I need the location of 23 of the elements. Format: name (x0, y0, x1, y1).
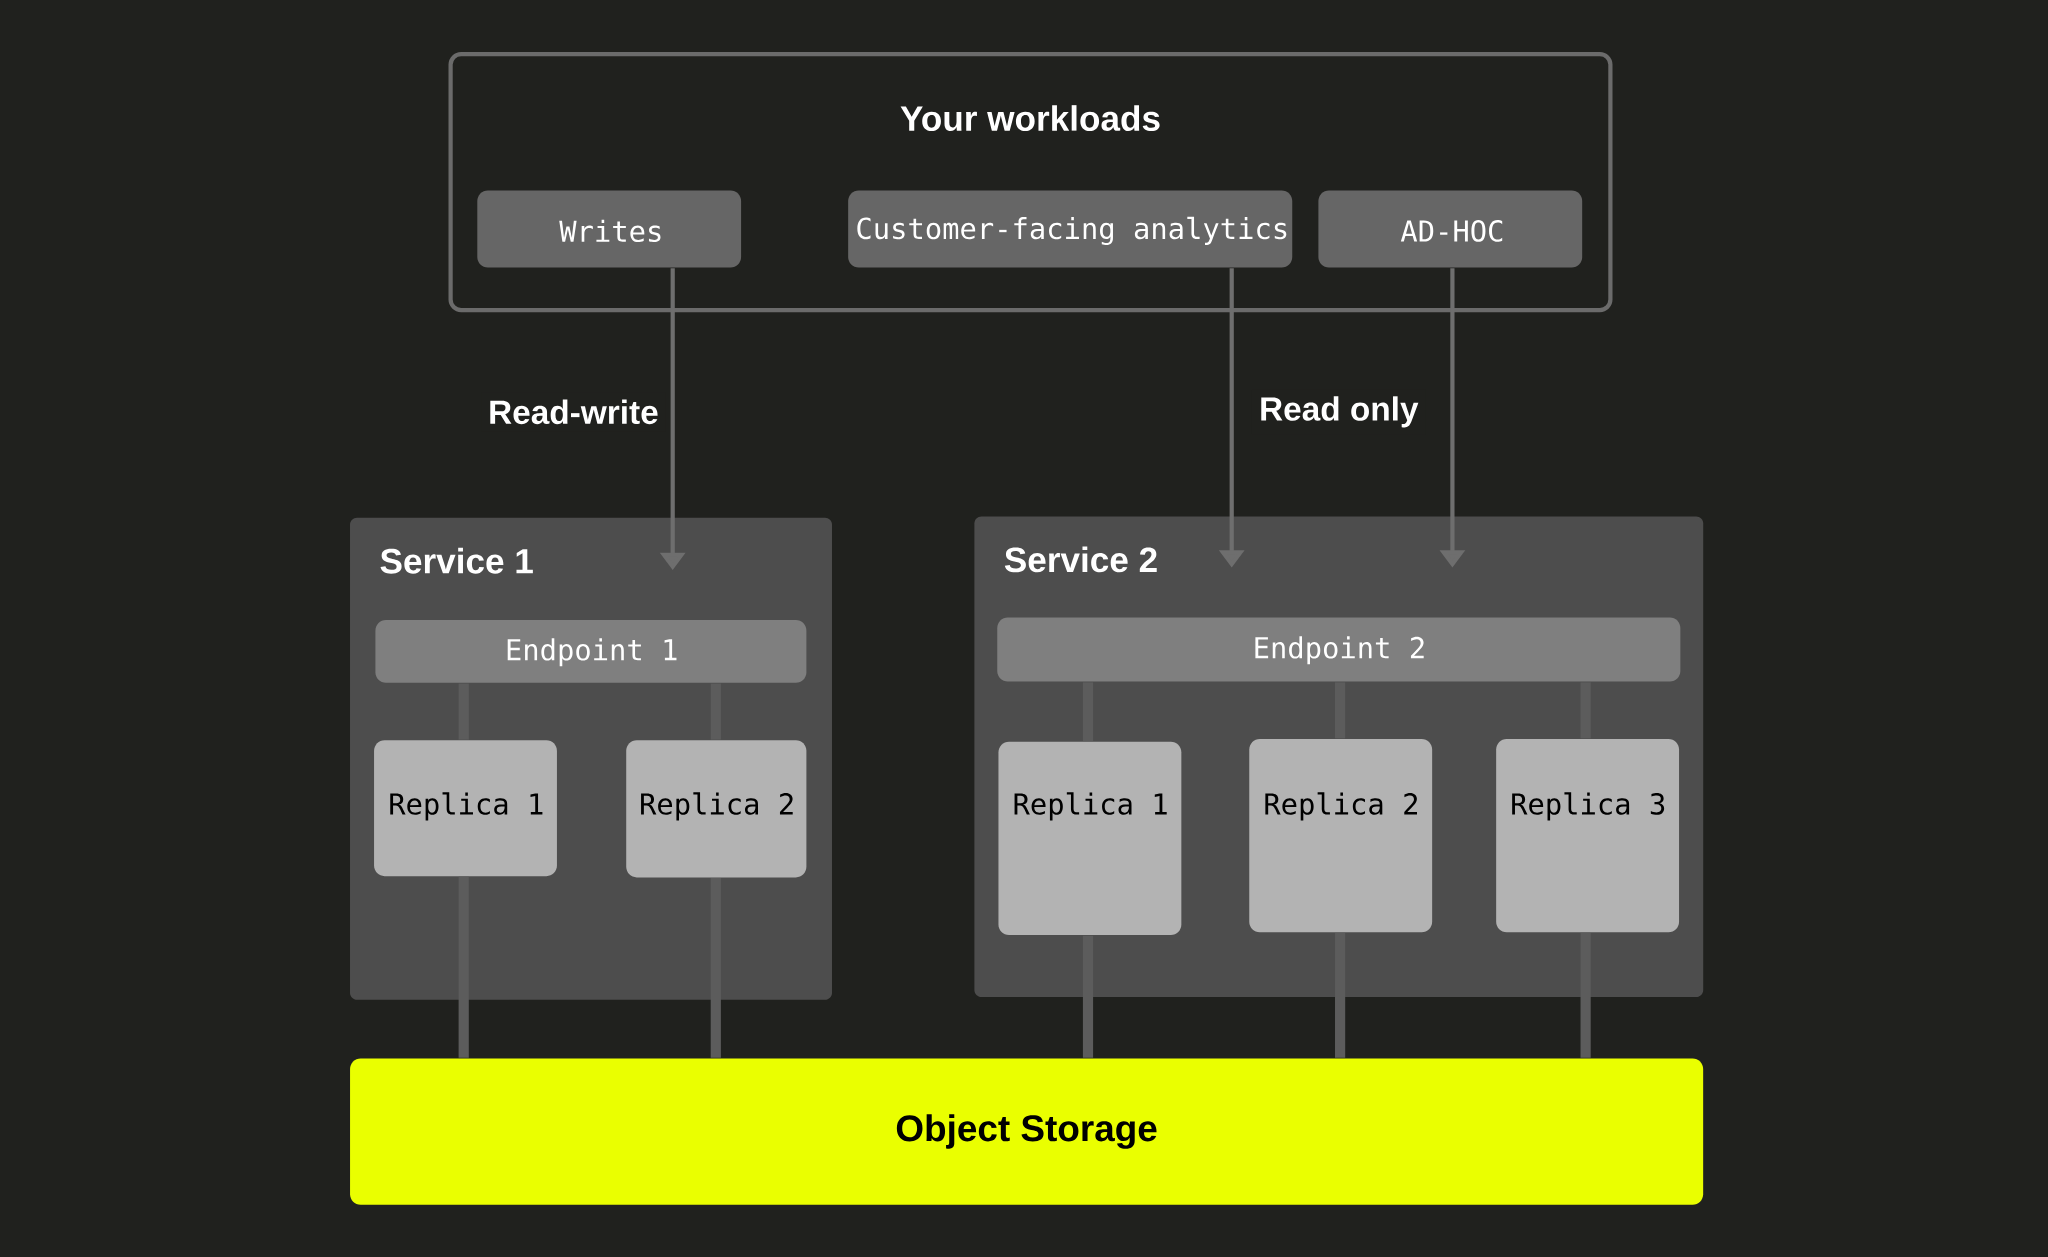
storage-box: Object Storage (350, 1058, 1704, 1205)
endpoint-box: Endpoint 1 (375, 620, 807, 683)
replica-box: Replica 1 (998, 741, 1182, 935)
replica-box: Replica 2 (626, 740, 807, 878)
connector-line (458, 683, 469, 740)
connector-line (710, 683, 721, 740)
replica-box: Replica 2 (1249, 739, 1433, 933)
edge-label: Read-write (481, 392, 666, 432)
replica-box: Replica 3 (1496, 739, 1680, 933)
connector-line (1335, 682, 1346, 739)
connector-line (710, 878, 721, 1058)
endpoint-box: Endpoint 2 (997, 617, 1681, 682)
replica-box: Replica 1 (374, 740, 557, 877)
connector-line (1580, 933, 1591, 1058)
connector-line (1580, 682, 1591, 739)
connector-line (1082, 682, 1094, 741)
connector-line (1335, 933, 1346, 1058)
workload-box: AD-HOC (1318, 190, 1583, 268)
workload-box: Writes (477, 190, 742, 268)
connector-line (1082, 935, 1094, 1058)
edge-label: Read only (1252, 389, 1426, 435)
workload-box: Customer-facing analytics (848, 190, 1293, 268)
connector-line (458, 876, 469, 1058)
